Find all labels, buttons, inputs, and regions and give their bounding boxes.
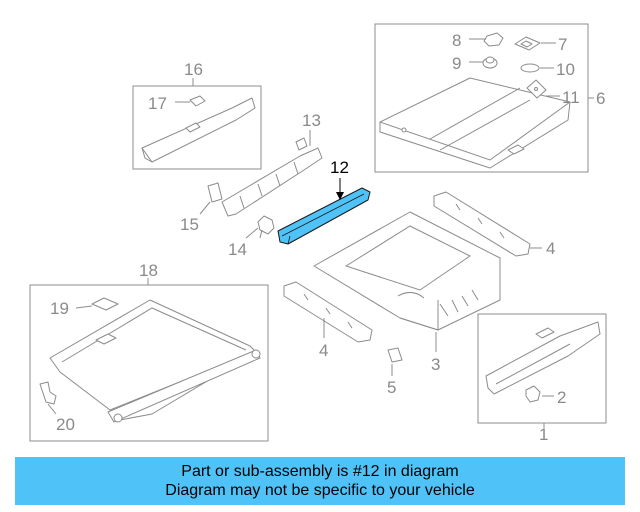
part-11-bracket[interactable]: [526, 79, 547, 99]
trunk-tub-3-part[interactable]: [313, 211, 501, 331]
floor-board-part[interactable]: [379, 77, 571, 169]
info-banner: Part or sub-assembly is #12 in diagram D…: [15, 457, 625, 505]
callout-16: 16: [184, 60, 203, 79]
callout-10: 10: [556, 60, 575, 79]
leader-15: [199, 201, 211, 215]
callout-4-right: 4: [546, 239, 555, 258]
callout-19: 19: [50, 299, 69, 318]
part-12-body[interactable]: [277, 187, 371, 245]
cargo-cover-part[interactable]: [49, 299, 261, 423]
callout-13: 13: [302, 111, 321, 130]
callout-20: 20: [56, 415, 75, 434]
group-box-16: [132, 85, 262, 170]
banner-line-2: Diagram may not be specific to your vehi…: [165, 482, 475, 499]
rail-bracket-13-part[interactable]: [221, 137, 323, 217]
callout-4-left: 4: [319, 341, 328, 360]
part-19-pad[interactable]: [91, 297, 119, 311]
part-15-clip[interactable]: [207, 182, 223, 203]
callout-14: 14: [228, 240, 247, 259]
part-9-grommet[interactable]: [482, 56, 498, 69]
arrow-12-icon: [336, 192, 344, 200]
part-17-clip[interactable]: [189, 95, 206, 107]
part-10-ring[interactable]: [520, 63, 540, 73]
callout-6: 6: [596, 89, 605, 108]
part-14-pin[interactable]: [257, 215, 275, 239]
bracket-4-right-part[interactable]: [433, 191, 531, 257]
group-box-1: [477, 313, 607, 424]
part-12-rail-highlighted[interactable]: [277, 187, 371, 245]
callout-17: 17: [148, 94, 167, 113]
trim-panel-part[interactable]: [141, 97, 256, 163]
callout-2: 2: [557, 388, 566, 407]
leader-14: [245, 227, 259, 239]
part-8-clip[interactable]: [483, 32, 504, 47]
callout-18: 18: [139, 261, 158, 280]
callout-9: 9: [452, 54, 461, 73]
callout-7: 7: [558, 35, 567, 54]
banner-line-1: Part or sub-assembly is #12 in diagram: [181, 463, 459, 480]
part-2-clip[interactable]: [525, 385, 541, 403]
leader-19: [75, 305, 93, 309]
part-7-pad[interactable]: [514, 36, 541, 51]
callout-12: 12: [330, 158, 349, 177]
callout-11: 11: [562, 88, 580, 107]
bracket-4-left-part[interactable]: [283, 281, 373, 343]
sill-plate-part[interactable]: [485, 321, 601, 395]
leader-20: [47, 403, 57, 415]
group-box-18: [29, 284, 269, 442]
callout-8: 8: [452, 31, 461, 50]
callout-15: 15: [180, 215, 199, 234]
callout-3: 3: [431, 355, 440, 374]
part-5-clip[interactable]: [387, 347, 403, 363]
part-20-bracket[interactable]: [39, 381, 57, 405]
callout-5: 5: [387, 378, 396, 397]
callout-1: 1: [539, 425, 548, 444]
